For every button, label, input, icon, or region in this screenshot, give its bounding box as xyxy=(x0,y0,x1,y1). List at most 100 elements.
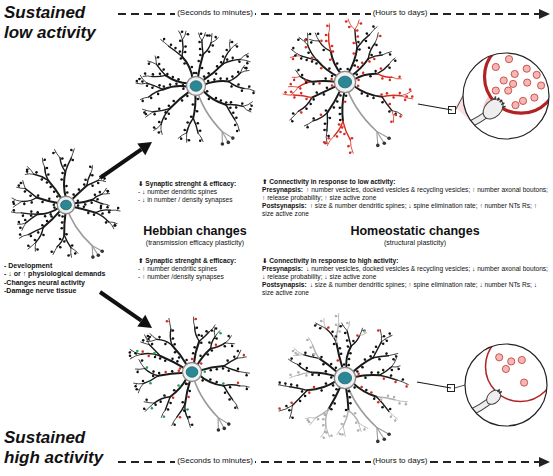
dendritic-spine xyxy=(152,73,155,76)
text-block: (Seconds to minutes) xyxy=(160,456,270,466)
dendritic-spine xyxy=(357,41,360,44)
dendritic-spine xyxy=(312,83,315,86)
dendritic-spine xyxy=(42,234,45,237)
dendritic-spine xyxy=(311,57,314,60)
dendrite xyxy=(48,180,62,199)
dendritic-spine xyxy=(250,104,253,107)
dendrite xyxy=(25,189,36,198)
dendritic-spine xyxy=(370,391,373,394)
axon xyxy=(345,378,391,443)
dendritic-spine xyxy=(181,30,184,33)
synaptic-vesicle xyxy=(508,358,515,365)
dendritic-spine xyxy=(370,371,373,374)
dendritic-spine xyxy=(89,166,92,169)
dendritic-spine xyxy=(167,408,170,411)
text-row: -Damage nerve tissue xyxy=(4,287,136,295)
dendritic-spine xyxy=(99,191,102,194)
dendritic-spine xyxy=(136,350,139,353)
dendritic-spine xyxy=(345,94,348,97)
dendrite xyxy=(296,70,301,76)
text-row: - Development xyxy=(4,262,136,270)
dendritic-spine xyxy=(323,141,326,144)
dendritic-spine xyxy=(172,76,175,79)
dendritic-spine xyxy=(362,72,365,75)
dendrite xyxy=(306,418,316,419)
dendritic-spine xyxy=(394,381,397,384)
dendrite xyxy=(143,75,152,77)
dendritic-spine xyxy=(34,239,37,242)
soma xyxy=(57,196,74,213)
dendrite xyxy=(229,73,241,82)
dendritic-spine xyxy=(170,43,173,46)
dendrite xyxy=(417,382,451,388)
dendritic-spine xyxy=(44,215,47,218)
dendritic-spine xyxy=(284,91,287,94)
dendritic-spine xyxy=(339,68,342,71)
synapse-inset xyxy=(417,332,553,426)
dendritic-spine xyxy=(173,389,176,392)
dendrite xyxy=(354,375,380,377)
text-row: (Hours to days) xyxy=(345,456,455,466)
dendrite xyxy=(226,105,235,120)
dendrite xyxy=(225,336,231,343)
dendrite xyxy=(315,33,319,41)
dendritic-spine xyxy=(331,84,334,87)
dendritic-spine xyxy=(388,332,391,335)
dendritic-spine xyxy=(237,350,240,353)
dendrite xyxy=(134,383,144,385)
dendritic-spine xyxy=(372,97,375,100)
dendritic-spine xyxy=(341,433,344,436)
dendritic-spine xyxy=(382,342,385,345)
dendrite xyxy=(98,174,102,180)
dendritic-spine xyxy=(24,190,27,193)
dendritic-spine xyxy=(146,85,149,88)
dendritic-spine xyxy=(358,48,361,51)
dendritic-spine xyxy=(388,110,391,113)
dendrite xyxy=(102,193,110,195)
dendritic-spine xyxy=(41,224,44,227)
dendritic-spine xyxy=(237,367,240,370)
dendritic-spine xyxy=(313,386,316,389)
dendritic-spine xyxy=(179,367,182,370)
dendritic-spine xyxy=(299,362,302,365)
dendrite xyxy=(355,20,359,30)
dendritic-spine xyxy=(59,246,62,249)
dendritic-spine xyxy=(353,386,356,389)
dendritic-spine xyxy=(320,389,323,392)
dendritic-spine xyxy=(363,330,366,333)
dendritic-spine xyxy=(74,252,77,255)
dendritic-spine xyxy=(114,224,117,227)
dendritic-spine xyxy=(357,373,360,376)
dendrite xyxy=(71,186,87,201)
dendritic-spine xyxy=(46,167,49,170)
dendritic-spine xyxy=(143,408,146,411)
dendrite xyxy=(155,56,156,64)
text-block: (Hours to days) xyxy=(345,8,455,18)
effect-text: - ↑ number dendritic spines xyxy=(138,265,217,272)
dendritic-spine xyxy=(390,374,393,377)
synaptic-vesicle xyxy=(502,365,509,372)
text-row: - ↑ number /density synapses xyxy=(138,273,260,281)
dendrite xyxy=(172,417,177,425)
dendritic-spine xyxy=(343,363,346,366)
dendritic-spine xyxy=(348,390,351,393)
dendrite xyxy=(110,210,120,212)
dendrite xyxy=(53,247,57,255)
dendritic-spine xyxy=(36,211,39,214)
timeline-arrow xyxy=(539,457,550,467)
dendritic-spine xyxy=(309,33,312,36)
dendritic-spine xyxy=(236,130,239,133)
dendrite xyxy=(377,65,389,74)
dendrite xyxy=(377,74,392,78)
dendritic-spine xyxy=(398,75,401,78)
dendritic-spine xyxy=(323,436,326,439)
dendritic-spine xyxy=(183,62,186,65)
dendritic-spine xyxy=(215,337,218,340)
dendritic-spine xyxy=(320,67,323,70)
dendritic-spine xyxy=(204,370,207,373)
synapse-inset xyxy=(418,40,553,139)
dendritic-spine xyxy=(19,226,22,229)
dendritic-spine xyxy=(301,390,304,393)
dendritic-spine xyxy=(330,434,333,437)
text-row: (Seconds to minutes) xyxy=(160,8,270,18)
